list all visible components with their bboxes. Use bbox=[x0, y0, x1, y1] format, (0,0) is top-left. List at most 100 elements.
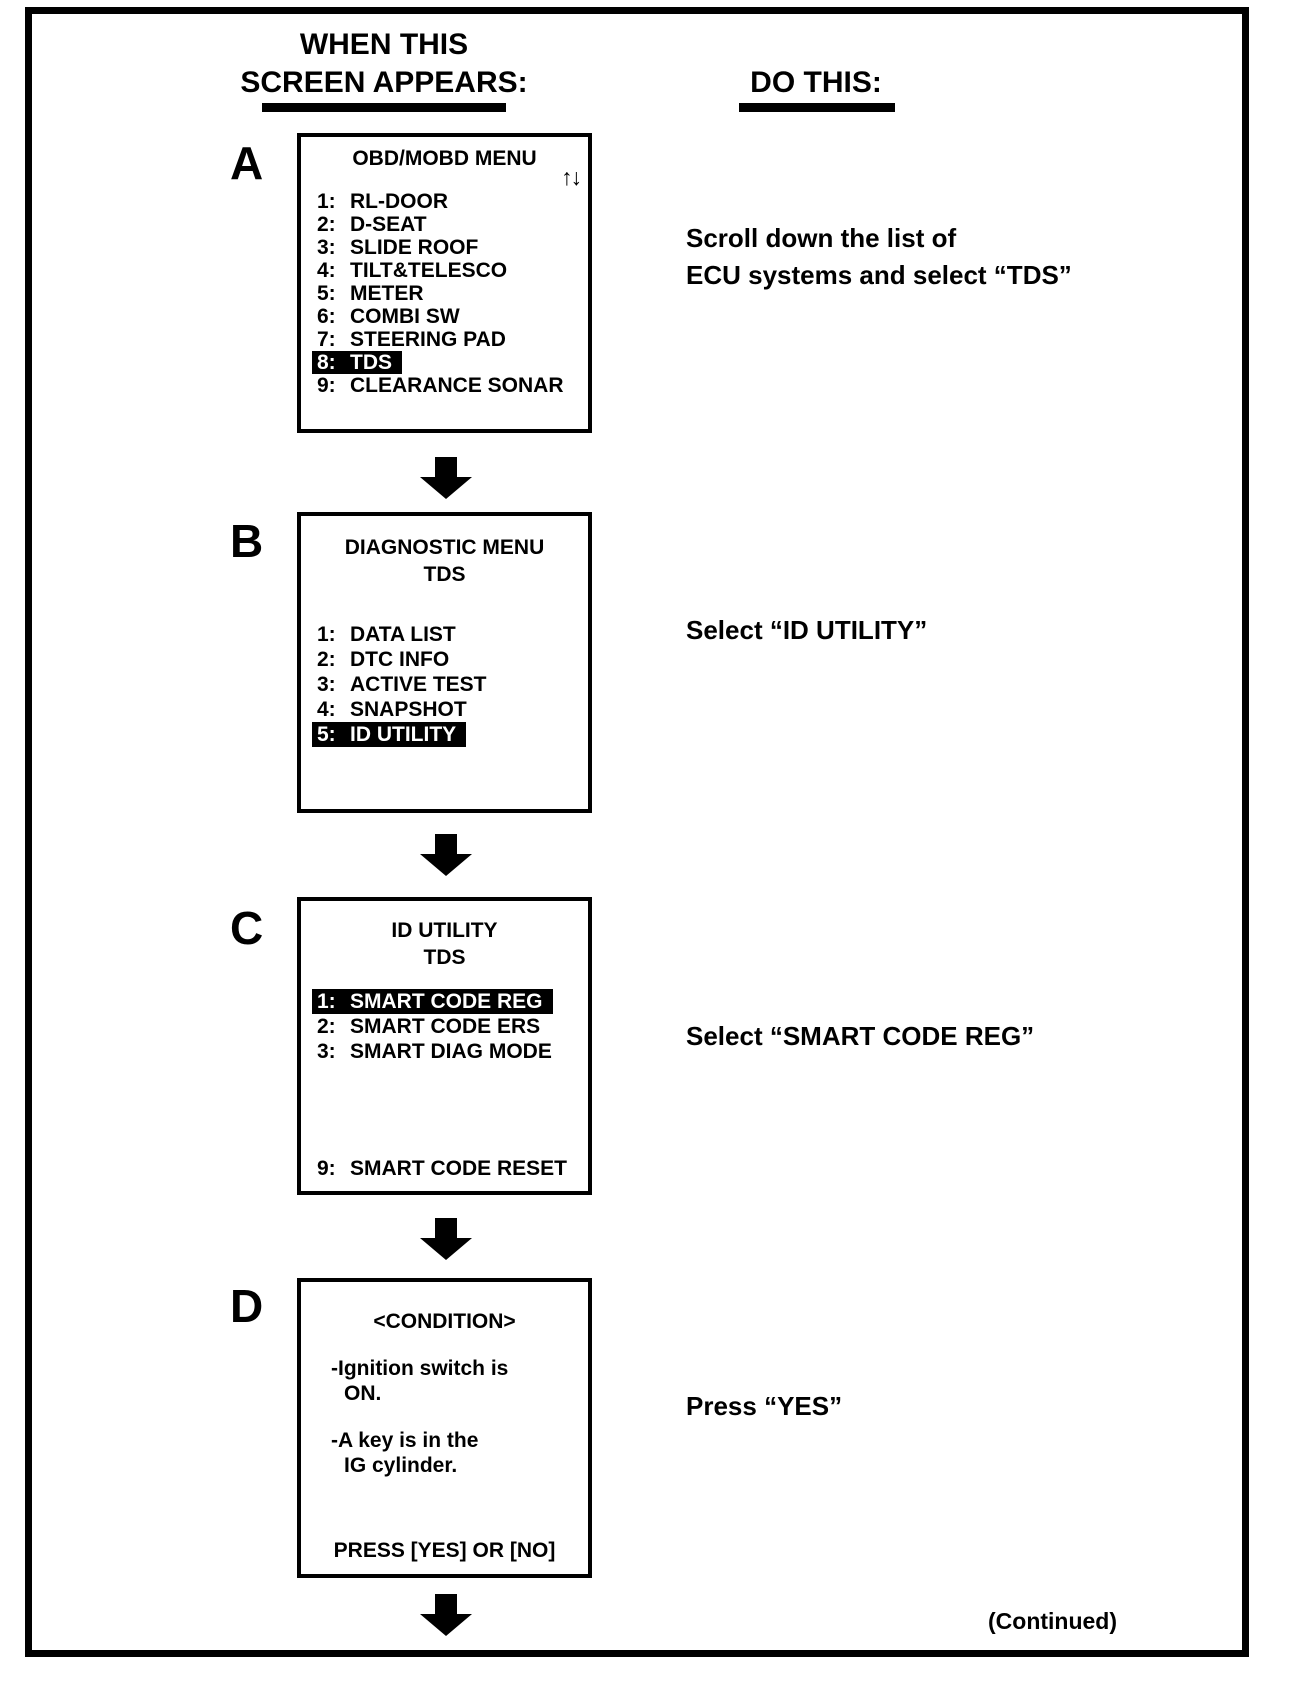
menu-item-label: METER bbox=[350, 282, 424, 305]
menu-item: 3: SMART DIAG MODE bbox=[317, 1039, 553, 1064]
menu-item-number: 3: bbox=[317, 673, 336, 696]
menu-item-number: 5: bbox=[317, 723, 336, 746]
menu-item-number: 6: bbox=[317, 305, 336, 328]
menu-item: 2: DTC INFO bbox=[317, 647, 487, 672]
menu-item: 9: CLEARANCE SONAR bbox=[317, 374, 564, 397]
instruction-line: ECU systems and select “TDS” bbox=[686, 260, 1072, 290]
menu-item-label: COMBI SW bbox=[350, 305, 460, 328]
menu-item-number: 2: bbox=[317, 1015, 336, 1038]
scroll-up-down-icon: ↑↓ bbox=[561, 164, 582, 190]
header-line: SCREEN APPEARS: bbox=[240, 66, 528, 99]
menu-list: 1: SMART CODE REG 2: SMART CODE ERS 3: SMAR… bbox=[312, 989, 553, 1064]
step-letter-b: B bbox=[230, 515, 264, 567]
condition-item: -Ignition switch is ON. bbox=[331, 1356, 508, 1406]
menu-item-label: SLIDE ROOF bbox=[350, 236, 479, 259]
menu-item-number: 2: bbox=[317, 213, 336, 236]
menu-item-selected: 8: TDS bbox=[312, 351, 564, 374]
menu-item-number: 1: bbox=[317, 623, 336, 646]
menu-item-label: ACTIVE TEST bbox=[350, 673, 487, 696]
column-header-do-this: DO THIS: bbox=[750, 66, 882, 99]
condition-line: -A key is in the bbox=[331, 1429, 479, 1452]
menu-item-label: SNAPSHOT bbox=[350, 698, 467, 721]
menu-item: 5: METER bbox=[317, 282, 564, 305]
down-arrow-icon bbox=[420, 1218, 472, 1260]
continued-label: (Continued) bbox=[988, 1608, 1118, 1634]
menu-item: 2: D-SEAT bbox=[317, 213, 564, 236]
down-arrow-icon bbox=[420, 834, 472, 876]
screen-c-id-utility: ID UTILITY TDS 1: SMART CODE REG 2: SMART … bbox=[297, 897, 592, 1195]
menu-item-number: 8: bbox=[317, 351, 336, 374]
menu-list-bottom: 9: SMART CODE RESET bbox=[317, 1156, 567, 1181]
menu-item: 1: RL-DOOR bbox=[317, 190, 564, 213]
screen-a-obd-mobd-menu: OBD/MOBD MENU ↑↓ 1: RL-DOOR 2: D-SEAT 3: SL… bbox=[297, 133, 592, 433]
screen-title-line: TDS bbox=[423, 563, 466, 586]
screen-title: ID UTILITY TDS bbox=[301, 917, 588, 971]
menu-item-label: DTC INFO bbox=[350, 648, 450, 671]
step-letter-c: C bbox=[230, 902, 264, 954]
condition-line: -Ignition switch is bbox=[331, 1357, 509, 1380]
instruction-step-b: Select “ID UTILITY” bbox=[686, 615, 928, 645]
menu-item-number: 5: bbox=[317, 282, 336, 305]
menu-item-label: TILT&TELESCO bbox=[350, 259, 508, 282]
menu-item: 6: COMBI SW bbox=[317, 305, 564, 328]
screen-title-line: ID UTILITY bbox=[391, 919, 498, 942]
menu-item-number: 4: bbox=[317, 698, 336, 721]
instruction-step-a: Scroll down the list of ECU systems and … bbox=[686, 220, 1072, 294]
menu-item-label: CLEARANCE SONAR bbox=[350, 374, 564, 397]
header-underline bbox=[262, 103, 506, 112]
menu-item-number: 1: bbox=[317, 190, 336, 213]
screen-title: DIAGNOSTIC MENU TDS bbox=[301, 534, 588, 588]
screen-d-condition: <CONDITION> -Ignition switch is ON. -A k… bbox=[297, 1278, 592, 1578]
menu-item: 9: SMART CODE RESET bbox=[317, 1156, 567, 1181]
menu-item-label: SMART CODE RESET bbox=[350, 1157, 568, 1180]
menu-item-number: 3: bbox=[317, 236, 336, 259]
menu-item-label: ID UTILITY bbox=[350, 723, 457, 746]
menu-item-number: 2: bbox=[317, 648, 336, 671]
down-arrow-icon bbox=[420, 1594, 472, 1636]
menu-item: 3: ACTIVE TEST bbox=[317, 672, 487, 697]
menu-item: 1: DATA LIST bbox=[317, 622, 487, 647]
menu-list: 1: RL-DOOR 2: D-SEAT 3: SLIDE ROOF 4: TILT&T… bbox=[312, 190, 564, 397]
menu-item-number: 1: bbox=[317, 990, 336, 1013]
menu-item: 4: TILT&TELESCO bbox=[317, 259, 564, 282]
column-header-when-this-screen-appears: WHEN THIS SCREEN APPEARS: bbox=[234, 26, 534, 102]
menu-item-selected: 1: SMART CODE REG bbox=[312, 989, 553, 1014]
menu-item-label: DATA LIST bbox=[350, 623, 456, 646]
menu-item: 7: STEERING PAD bbox=[317, 328, 564, 351]
condition-line: IG cylinder. bbox=[344, 1454, 458, 1477]
menu-item: 2: SMART CODE ERS bbox=[317, 1014, 553, 1039]
menu-item-label: TDS bbox=[350, 351, 392, 374]
menu-item: 4: SNAPSHOT bbox=[317, 697, 487, 722]
menu-item-label: SMART DIAG MODE bbox=[350, 1040, 552, 1063]
instruction-step-c: Select “SMART CODE REG” bbox=[686, 1021, 1035, 1051]
menu-item-label: SMART CODE ERS bbox=[350, 1015, 541, 1038]
step-letter-d: D bbox=[230, 1280, 264, 1332]
screen-title: <CONDITION> bbox=[373, 1310, 516, 1333]
menu-item: 3: SLIDE ROOF bbox=[317, 236, 564, 259]
instruction-step-d: Press “YES” bbox=[686, 1391, 843, 1421]
menu-item-label: D-SEAT bbox=[350, 213, 427, 236]
press-yes-or-no-prompt: PRESS [YES] OR [NO] bbox=[333, 1539, 556, 1562]
page-border-frame bbox=[25, 7, 1249, 1657]
menu-item-label: STEERING PAD bbox=[350, 328, 506, 351]
screen-title-line: TDS bbox=[423, 946, 466, 969]
menu-item-label: SMART CODE REG bbox=[350, 990, 543, 1013]
step-letter-a: A bbox=[230, 137, 264, 189]
menu-item-selected: 5: ID UTILITY bbox=[312, 722, 487, 747]
screen-title-line: DIAGNOSTIC MENU bbox=[344, 536, 545, 559]
menu-item-number: 3: bbox=[317, 1040, 336, 1063]
screen-b-diagnostic-menu: DIAGNOSTIC MENU TDS 1: DATA LIST 2: DTC IN… bbox=[297, 512, 592, 813]
condition-line: ON. bbox=[344, 1382, 382, 1405]
menu-list: 1: DATA LIST 2: DTC INFO 3: ACTIVE TEST 4: S… bbox=[312, 622, 487, 747]
menu-item-number: 7: bbox=[317, 328, 336, 351]
screen-title: OBD/MOBD MENU bbox=[352, 147, 537, 170]
down-arrow-icon bbox=[420, 457, 472, 499]
condition-item: -A key is in the IG cylinder. bbox=[331, 1428, 478, 1478]
header-line: WHEN THIS bbox=[299, 28, 469, 61]
instruction-line: Scroll down the list of bbox=[686, 223, 957, 253]
menu-item-number: 4: bbox=[317, 259, 336, 282]
header-underline bbox=[739, 103, 895, 112]
menu-item-number: 9: bbox=[317, 374, 336, 397]
menu-item-number: 9: bbox=[317, 1157, 336, 1180]
menu-item-label: RL-DOOR bbox=[350, 190, 448, 213]
